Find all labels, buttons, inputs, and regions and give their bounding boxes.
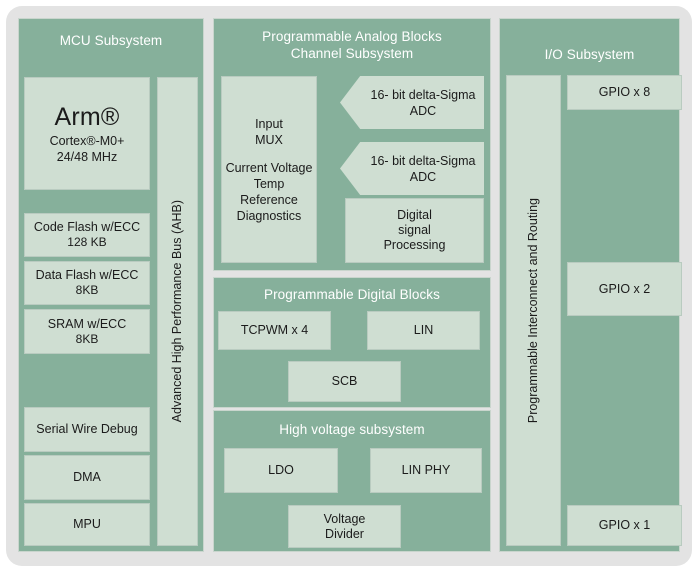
block-input-mux[interactable]: Input MUX Current Voltage Temp Reference… <box>221 76 317 263</box>
dma-label: DMA <box>73 470 101 484</box>
block-digital-signal-processing[interactable]: Digital signal Processing <box>345 198 484 263</box>
input-mux-line2: MUX <box>255 132 283 147</box>
adc-1-line2: ADC <box>409 103 437 118</box>
input-mux-line5: Reference <box>240 192 298 207</box>
input-mux-spacer <box>226 148 313 160</box>
block-adc-2[interactable]: 16- bit delta-Sigma ADC <box>340 142 484 195</box>
data-flash-size: 8KB <box>75 283 99 297</box>
gpio-x1-label: GPIO x 1 <box>598 518 651 532</box>
block-lin[interactable]: LIN <box>367 311 480 350</box>
block-ahb-bus[interactable]: Advanced High Performance Bus (AHB) <box>157 77 198 546</box>
block-dma[interactable]: DMA <box>24 455 150 500</box>
input-mux-line3: Current Voltage <box>225 160 313 175</box>
tcpwm-label: TCPWM x 4 <box>240 323 309 337</box>
cpu-clock: 24/48 MHz <box>56 149 118 164</box>
panel-title-high-voltage-subsystem: High voltage subsystem <box>279 422 425 437</box>
gpio-x8-label: GPIO x 8 <box>598 85 651 99</box>
block-ldo[interactable]: LDO <box>224 448 338 493</box>
block-gpio-x2[interactable]: GPIO x 2 <box>567 262 682 316</box>
gpio-x2-label: GPIO x 2 <box>598 281 651 296</box>
block-sram[interactable]: SRAM w/ECC 8KB <box>24 309 150 354</box>
panel-title-digital-subsystem: Programmable Digital Blocks <box>263 287 440 302</box>
input-mux-line4: Temp <box>253 176 285 191</box>
block-mpu[interactable]: MPU <box>24 503 150 546</box>
block-lin-phy[interactable]: LIN PHY <box>370 448 482 493</box>
dsp-line2: signal <box>398 223 431 237</box>
sram-size: 8KB <box>75 331 99 346</box>
interconnect-label: Programmable Interconnect and Routing <box>526 197 540 424</box>
block-adc-1[interactable]: 16- bit delta-Sigma ADC <box>340 76 484 129</box>
code-flash-size: 128 KB <box>67 235 107 249</box>
input-mux-line6: Diagnostics <box>236 208 302 223</box>
input-mux-line1: Input <box>255 116 283 131</box>
block-scb[interactable]: SCB <box>288 361 401 402</box>
code-flash-name: Code Flash w/ECC <box>33 220 141 234</box>
panel-title-analog-subsystem-line2: Channel Subsystem <box>290 46 414 61</box>
cpu-name: Arm® <box>54 103 120 131</box>
ahb-bus-label: Advanced High Performance Bus (AHB) <box>170 200 184 423</box>
block-programmable-interconnect[interactable]: Programmable Interconnect and Routing <box>506 75 561 546</box>
block-data-flash[interactable]: Data Flash w/ECC 8KB <box>24 261 150 305</box>
adc-2-line1: 16- bit delta-Sigma <box>370 153 476 168</box>
panel-title-analog-subsystem-line1: Programmable Analog Blocks <box>262 29 442 44</box>
adc-1-line1: 16- bit delta-Sigma <box>370 87 476 102</box>
dsp-line3: Processing <box>383 238 446 252</box>
mpu-label: MPU <box>73 517 101 531</box>
cpu-core: Cortex®-M0+ <box>49 134 125 148</box>
lin-phy-label: LIN PHY <box>401 463 451 477</box>
block-tcpwm[interactable]: TCPWM x 4 <box>218 311 331 350</box>
scb-label: SCB <box>331 374 358 388</box>
sram-name: SRAM w/ECC <box>47 316 127 331</box>
block-arm-cpu[interactable]: Arm® Cortex®-M0+ 24/48 MHz <box>24 77 150 190</box>
ldo-label: LDO <box>268 463 294 477</box>
block-gpio-x1[interactable]: GPIO x 1 <box>567 505 682 546</box>
data-flash-name: Data Flash w/ECC <box>35 268 139 282</box>
panel-title-io-subsystem: I/O Subsystem <box>544 47 635 62</box>
voltage-divider-line1: Voltage <box>323 511 366 526</box>
block-gpio-x8[interactable]: GPIO x 8 <box>567 75 682 110</box>
serial-wire-debug-label: Serial Wire Debug <box>36 422 138 436</box>
dsp-line1: Digital <box>397 208 432 222</box>
block-code-flash[interactable]: Code Flash w/ECC 128 KB <box>24 213 150 257</box>
lin-label: LIN <box>413 323 434 337</box>
panel-title-mcu-subsystem: MCU Subsystem <box>59 33 163 48</box>
voltage-divider-line2: Divider <box>325 526 364 541</box>
block-voltage-divider[interactable]: Voltage Divider <box>288 505 401 548</box>
block-serial-wire-debug[interactable]: Serial Wire Debug <box>24 407 150 452</box>
adc-2-line2: ADC <box>409 169 437 184</box>
